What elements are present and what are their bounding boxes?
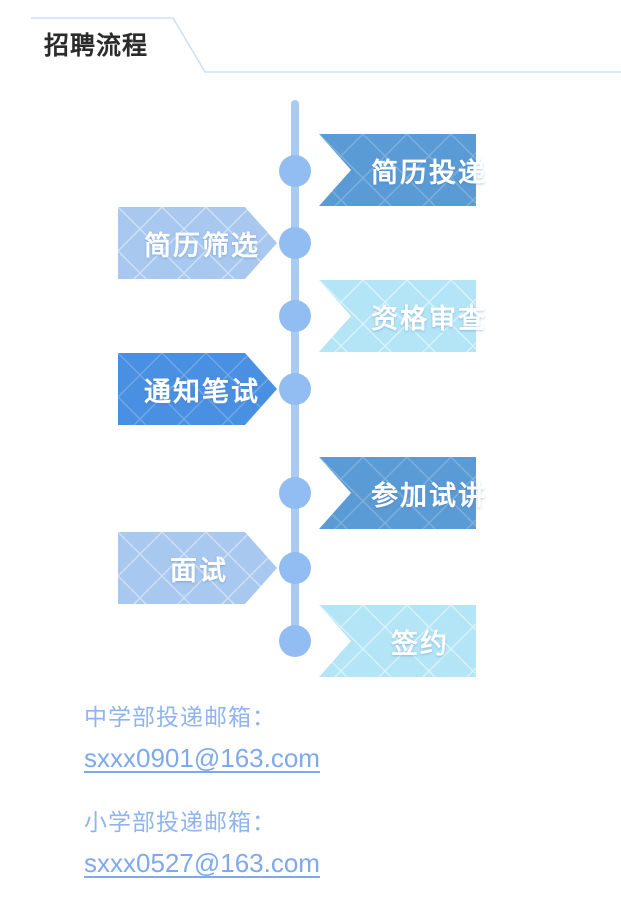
contact-email-link[interactable]: sxxx0527@163.com [84, 848, 320, 878]
flow-step-banner-3[interactable]: 资格审查 [319, 280, 485, 352]
banner-chevron-shape [319, 457, 476, 529]
contact-label: 中学部投递邮箱： [84, 704, 276, 730]
banner-chevron-shape [118, 532, 277, 604]
flow-step-label: 签约 [391, 628, 449, 659]
flow-step-banner-4[interactable]: 通知笔试 [118, 353, 277, 425]
banner-chevron-shape [319, 280, 476, 352]
contact-block-middle-school: 中学部投递邮箱： sxxx0901@163.com [84, 697, 544, 779]
contact-section: 中学部投递邮箱： sxxx0901@163.com 小学部投递邮箱： sxxx0… [84, 697, 544, 907]
flow-step-label: 通知笔试 [144, 376, 260, 407]
flow-step-banner-2[interactable]: 简历筛选 [118, 207, 277, 279]
flow-step-label: 资格审查 [371, 303, 487, 334]
flow-step-label: 面试 [170, 555, 228, 586]
flow-step-banner-7[interactable]: 签约 [319, 605, 476, 677]
contact-block-primary-school: 小学部投递邮箱： sxxx0527@163.com [84, 802, 544, 884]
timeline-dot [279, 373, 311, 405]
header: 招聘流程 [0, 0, 621, 95]
flow-step-banner-1[interactable]: 简历投递 [319, 134, 485, 206]
banner-chevron-shape [319, 134, 476, 206]
banner-chevron-shape [319, 605, 476, 677]
flow-step-label: 参加试讲 [371, 480, 487, 511]
banner-chevron-shape [118, 207, 277, 279]
flow-step-banner-5[interactable]: 参加试讲 [319, 457, 485, 529]
flow-step-label: 简历筛选 [144, 230, 260, 261]
contact-label: 小学部投递邮箱： [84, 809, 276, 835]
banner-chevron-shape [118, 353, 277, 425]
flow-step-banner-6[interactable]: 面试 [118, 532, 277, 604]
flow-step-label: 简历投递 [371, 157, 487, 188]
page-title: 招聘流程 [44, 32, 149, 60]
timeline-dot [279, 227, 311, 259]
timeline-dot [279, 300, 311, 332]
timeline-dot [279, 552, 311, 584]
contact-email-link[interactable]: sxxx0901@163.com [84, 743, 320, 773]
timeline-dot [279, 625, 311, 657]
timeline-dot [279, 155, 311, 187]
header-decorative-rule [31, 17, 621, 73]
timeline-dot [279, 477, 311, 509]
